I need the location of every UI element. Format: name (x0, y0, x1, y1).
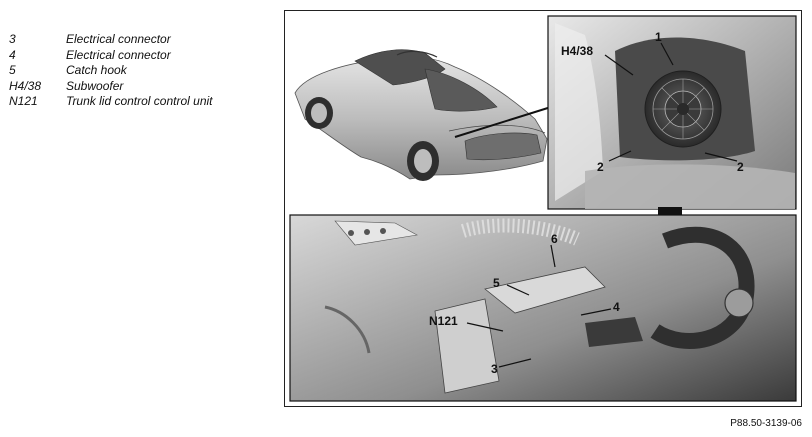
legend-code: 3 (9, 32, 16, 46)
callout-2-right: 2 (704, 152, 744, 174)
figure-id: P88.50-3139-06 (730, 418, 802, 429)
inset-bottom-hinge (289, 214, 797, 402)
legend-row: N121 Trunk lid control control unit (9, 94, 213, 110)
callout-label: 4 (613, 300, 620, 314)
legend-text: Catch hook (66, 63, 127, 78)
leader-line (454, 106, 552, 138)
legend-text: Subwoofer (66, 78, 124, 93)
callout-3: 3 (491, 358, 532, 376)
callout-label: 2 (597, 160, 604, 174)
callout-label: 3 (491, 362, 498, 376)
legend-code: H4/38 (9, 78, 42, 93)
illustration-canvas: 1 H4/38 2 2 (289, 15, 797, 402)
inset-top-trunk (547, 15, 797, 210)
callout-4: 4 (580, 300, 620, 316)
callout-label: 6 (551, 232, 558, 246)
callout-label: N121 (429, 314, 458, 328)
legend: 3 Electrical connector 4 Electrical conn… (9, 32, 213, 110)
car-illustration (294, 49, 548, 181)
legend-text: Electrical connector (66, 32, 171, 46)
legend-text: Trunk lid control control unit (66, 94, 213, 109)
legend-row: 3 Electrical connector (9, 32, 213, 48)
callout-h4-38: H4/38 (561, 44, 634, 76)
callout-1: 1 (655, 30, 674, 66)
legend-row: 4 Electrical connector (9, 48, 213, 64)
legend-row: H4/38 Subwoofer (9, 79, 213, 95)
legend-code: 5 (9, 63, 16, 78)
callout-label: 2 (737, 160, 744, 174)
callout-5: 5 (493, 276, 530, 296)
callout-2-left: 2 (597, 150, 632, 174)
service-illustration: 1 H4/38 2 2 (284, 10, 802, 407)
legend-text: Electrical connector (66, 47, 171, 62)
callout-6: 6 (550, 232, 558, 268)
callout-n121: N121 (429, 314, 504, 332)
callout-label: 1 (655, 30, 662, 44)
legend-row: 5 Catch hook (9, 63, 213, 79)
callout-label: 5 (493, 276, 500, 290)
legend-code: N121 (9, 94, 38, 109)
legend-code: 4 (9, 47, 16, 62)
callout-label: H4/38 (561, 44, 593, 58)
